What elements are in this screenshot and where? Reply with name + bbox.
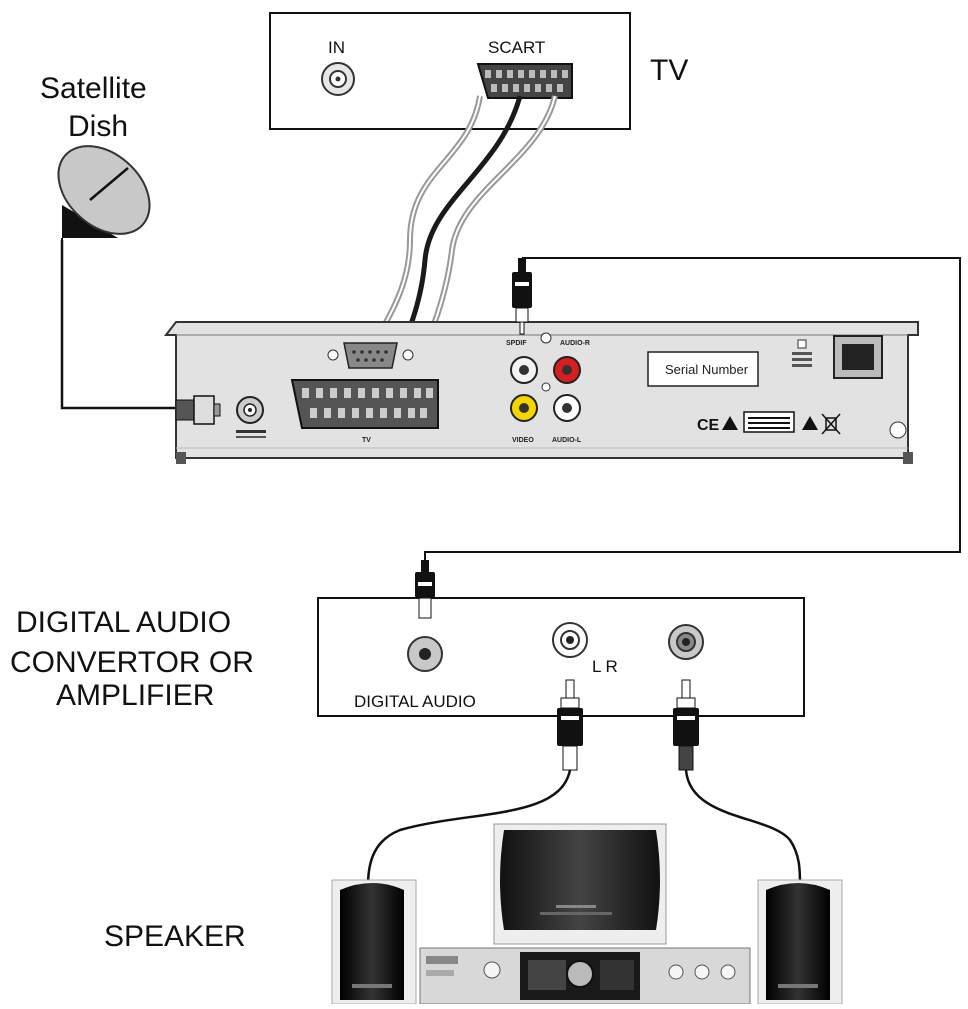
spdif-label: SPDIF [506, 340, 527, 347]
tv-scart-label: SCART [488, 38, 545, 57]
ce-mark: CE [697, 417, 720, 434]
serial-number-box [647, 351, 759, 387]
speaker-label: SPEAKER [104, 920, 246, 953]
spdif-jack: SPDIF [506, 340, 538, 384]
tv-scart-port [476, 63, 573, 99]
right-speaker-cable [684, 769, 802, 887]
receiver-scart-port: TV [290, 379, 439, 444]
left-speaker-plug [557, 679, 583, 771]
spdif-cable [424, 257, 961, 560]
tv-title: TV [650, 54, 688, 87]
subwoofer-icon [493, 823, 667, 945]
left-speaker-icon [331, 879, 417, 1005]
serial-number-label: Serial Number [665, 362, 749, 377]
video-jack: VIDEO [510, 394, 538, 444]
warning-icon-2 [802, 416, 818, 430]
weee-bin-icon [821, 413, 841, 435]
amplifier-unit-icon [419, 947, 751, 1005]
ground-screw [889, 421, 907, 439]
satellite-dish-icon [57, 145, 151, 242]
converter-panel: DIGITAL AUDIO L R [317, 597, 805, 717]
converter-r-jack [668, 624, 704, 660]
converter-label-line2: CONVERTOR OR [10, 646, 254, 679]
loop-out-connector [236, 396, 266, 438]
audio-l-label: AUDIO-L [552, 437, 582, 444]
converter-digital-audio-label: DIGITAL AUDIO [354, 692, 476, 711]
lnb-in-connector [175, 395, 221, 425]
satellite-dish-label-line2: Dish [68, 110, 128, 143]
audio-l-jack: AUDIO-L [552, 394, 582, 444]
converter-label-line3: AMPLIFIER [56, 679, 214, 712]
converter-digital-audio-jack [407, 636, 443, 672]
spdif-plug-top [512, 258, 532, 335]
spdif-plug-bottom [415, 560, 435, 619]
receiver-back-panel: TV SPDIF AUDIO-R VIDEO AUDIO-L Serial Nu… [163, 321, 919, 464]
audio-r-label: AUDIO-R [560, 340, 590, 347]
satellite-dish-label-line1: Satellite [40, 72, 147, 105]
right-speaker-icon [757, 879, 843, 1005]
receiver-scart-label: TV [362, 437, 371, 444]
converter-lr-label: L R [592, 657, 618, 676]
converter-label-line1: DIGITAL AUDIO [16, 606, 231, 639]
converter-l-jack [552, 622, 588, 658]
right-speaker-plug [673, 679, 699, 771]
left-speaker-cable [366, 769, 572, 887]
rs232-port [327, 342, 414, 369]
satellite-cable [60, 240, 178, 410]
audio-r-jack: AUDIO-R [553, 340, 590, 384]
video-label: VIDEO [512, 437, 534, 444]
tv-panel: IN SCART [269, 12, 631, 130]
tv-in-label: IN [328, 38, 345, 57]
warning-icon [722, 416, 738, 430]
tv-antenna-in-port [321, 62, 355, 96]
